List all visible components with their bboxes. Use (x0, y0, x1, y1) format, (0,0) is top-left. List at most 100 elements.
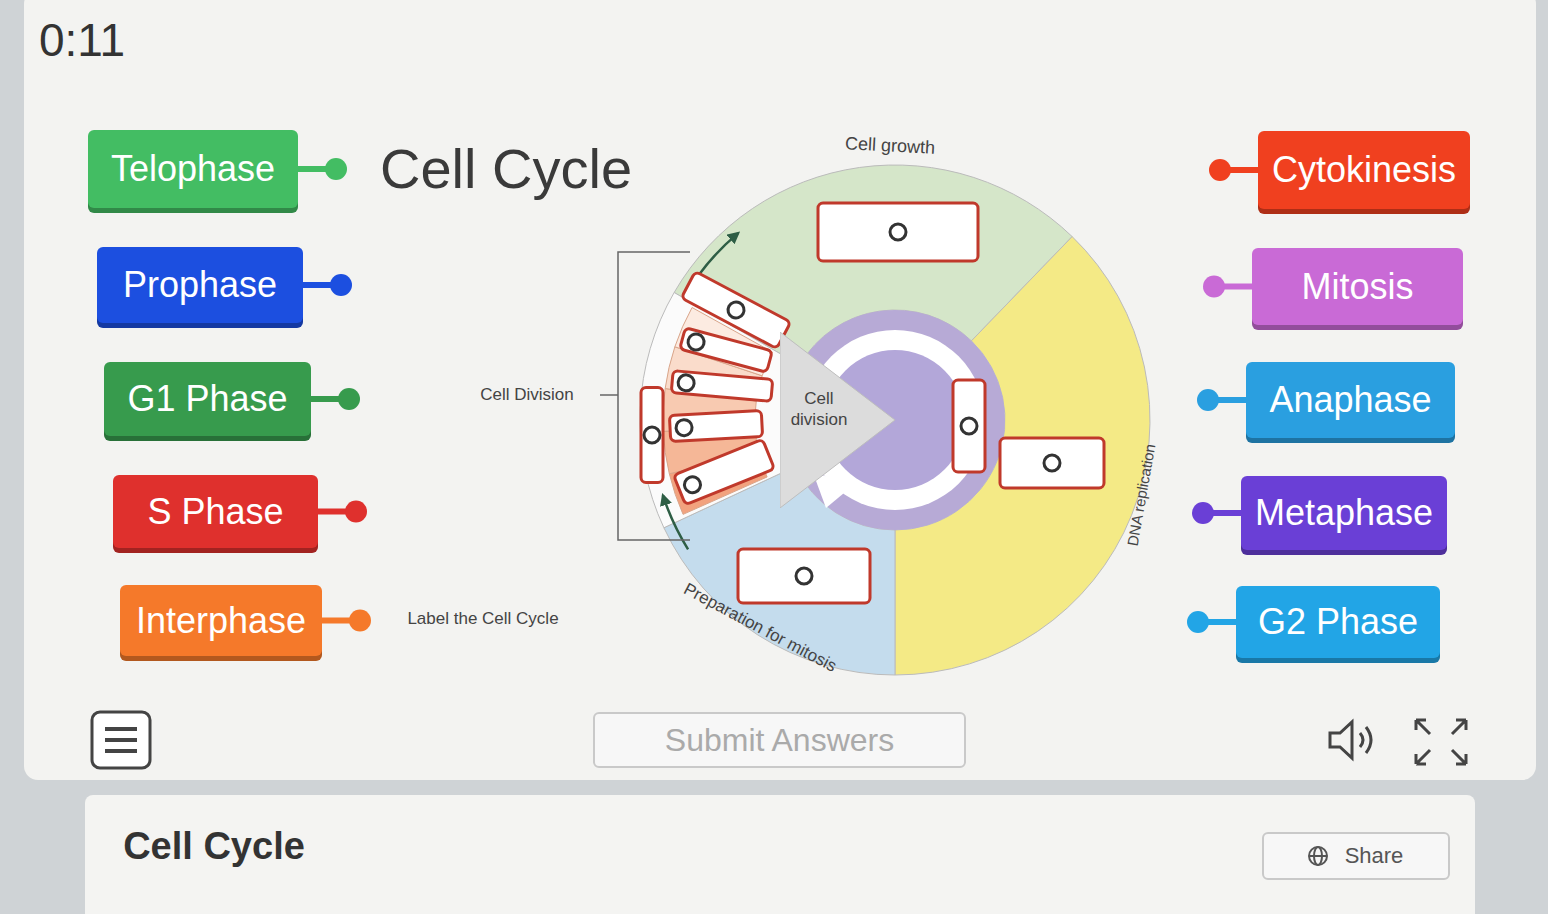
fullscreen-arrow (1416, 750, 1430, 764)
tile-pin (303, 274, 352, 296)
tile-label: G2 Phase (1258, 601, 1418, 643)
fullscreen-arrow (1416, 720, 1430, 734)
speaker-body (1330, 722, 1352, 758)
tile-label: Prophase (123, 264, 277, 306)
fullscreen-arrow (1452, 720, 1466, 734)
fullscreen-arrow (1452, 750, 1466, 764)
drop-box-frame (680, 328, 773, 373)
menu-button (92, 712, 150, 768)
answer-drop-box (674, 439, 775, 505)
menu-bar (105, 738, 137, 742)
pin-group (298, 158, 1258, 633)
pin-dot (330, 274, 352, 296)
tile-pin (322, 610, 371, 632)
drop-box-frame (738, 549, 870, 603)
drop-box-handle (725, 299, 747, 321)
drop-box-handle (682, 474, 703, 495)
tile-pin (1187, 611, 1236, 633)
answer-drop-box (671, 371, 773, 402)
submit-button: Submit Answers (593, 712, 966, 768)
wedge-shape (780, 332, 895, 508)
menu-bar (105, 727, 137, 731)
button-label: Submit Answers (665, 722, 894, 759)
drop-box-handle (677, 374, 694, 391)
tile-label: Anaphase (1269, 379, 1431, 421)
game-panel (24, 0, 1536, 780)
drop-box-handle (686, 332, 706, 352)
tile-pin (1203, 276, 1252, 298)
answer-drop-box (738, 549, 870, 603)
answer-label-tile: G1 Phase (104, 362, 311, 436)
answer-label-tile: Prophase (97, 247, 303, 323)
drop-box-frame (671, 371, 773, 402)
pin-dot (1192, 502, 1214, 524)
drop-box-handle (676, 419, 693, 436)
answer-drop-box (641, 388, 663, 483)
tile-label: S Phase (147, 491, 283, 533)
tile-label: G1 Phase (127, 378, 287, 420)
drop-box-frame (1000, 438, 1104, 488)
drop-box-handle (890, 224, 906, 240)
button-label: Share (1345, 843, 1404, 869)
menu-button-frame (92, 712, 150, 768)
pin-dot (345, 501, 367, 523)
speaker-wave (1366, 727, 1371, 753)
drop-box-frame (953, 380, 985, 472)
bracket-line (618, 252, 690, 540)
answer-label-tile: Cytokinesis (1258, 131, 1470, 209)
tile-pin (318, 501, 367, 523)
answer-drop-box (680, 328, 773, 373)
pin-dot (1187, 611, 1209, 633)
answer-label-tile: Anaphase (1246, 362, 1455, 438)
drop-box-frame (674, 439, 775, 505)
answer-drop-box (818, 203, 978, 261)
tile-label: Telophase (111, 148, 275, 190)
timer: 0:11 (39, 13, 125, 67)
wedge-label: Cell division (788, 388, 850, 430)
tile-pin (311, 388, 360, 410)
answer-drop-box (669, 411, 762, 442)
drop-box-frame (641, 388, 663, 483)
tile-pin (298, 158, 347, 180)
inner-ring (785, 310, 1005, 530)
tile-label: Cytokinesis (1272, 149, 1456, 191)
game-title: Cell Cycle (380, 136, 632, 201)
drop-box-handle (644, 427, 660, 443)
menu-bar (105, 749, 137, 753)
drop-box-handle (796, 568, 812, 584)
activity-name: Cell Cycle (123, 825, 305, 868)
answer-label-tile: Metaphase (1241, 476, 1447, 550)
bracket-leader (600, 394, 618, 396)
drop-box-handle (961, 418, 977, 434)
tile-label: Metaphase (1255, 492, 1433, 534)
tile-label: Mitosis (1301, 266, 1413, 308)
speaker-wave (1360, 733, 1363, 747)
answer-drop-box (953, 380, 985, 472)
tile-pin (1192, 502, 1241, 524)
drop-box-frame (818, 203, 978, 261)
division-bracket (600, 252, 690, 540)
tile-label: Interphase (136, 600, 306, 642)
answer-drop-box (1000, 438, 1104, 488)
pin-dot (1209, 159, 1231, 181)
answer-label-tile: Mitosis (1252, 248, 1463, 325)
instruction-text: Label the Cell Cycle (407, 609, 558, 629)
pin-dot (325, 158, 347, 180)
answer-label-tile: S Phase (113, 475, 318, 548)
share-button: Share (1262, 832, 1450, 880)
pin-dot (349, 610, 371, 632)
pin-dot (1203, 276, 1225, 298)
answer-label-tile: Interphase (120, 585, 322, 656)
speaker-icon (1330, 722, 1371, 758)
answer-label-tile: G2 Phase (1236, 586, 1440, 658)
pin-dot (1197, 389, 1219, 411)
bracket-caption: Cell Division (480, 385, 574, 405)
tile-pin (1209, 159, 1258, 181)
drop-box-handle (1044, 455, 1060, 471)
cell-division-wedge: Cell division (780, 332, 895, 508)
answer-label-tile: Telophase (88, 130, 298, 208)
pin-dot (338, 388, 360, 410)
tile-pin (1197, 389, 1246, 411)
drop-box-frame (669, 411, 762, 442)
